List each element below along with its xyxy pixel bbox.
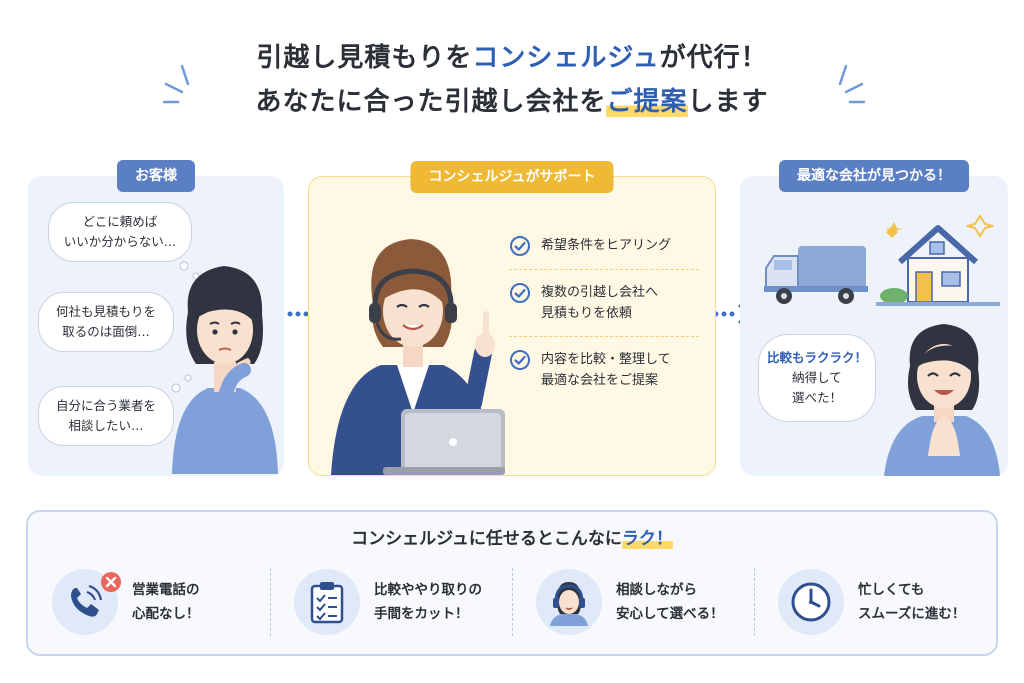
- check-circle-icon: [510, 236, 530, 256]
- benefits-panel: コンシェルジュに任せるとこんなにラク！ 営業電話の心配なし！: [26, 510, 998, 656]
- house-icon: [876, 214, 1000, 306]
- benefits-title: コンシェルジュに任せるとこんなにラク！: [351, 529, 673, 549]
- thought-dots-icon: [171, 374, 192, 393]
- result-panel: 最適な会社が見つかる！ 比較もラクラク！ 納得して 選べた！: [740, 160, 1008, 476]
- benefit-list: 営業電話の心配なし！ 比較ややり取りの手間をカット！: [28, 562, 996, 642]
- cross-badge-icon: [101, 572, 121, 592]
- worried-customer-illustration: [172, 266, 278, 474]
- moving-truck-icon: [764, 246, 868, 304]
- benefit-no-sales-calls: 営業電話の心配なし！: [28, 562, 270, 642]
- result-label: 最適な会社が見つかる！: [779, 160, 969, 192]
- benefit-smooth-progress: 忙しくてもスムーズに進む！: [754, 562, 996, 642]
- heading-highlight-proposal: ご提案: [606, 87, 688, 117]
- worry-bubble-3: 自分に合う業者を相談したい…: [38, 386, 174, 446]
- sparkle-lines-right-icon: [838, 64, 866, 104]
- concierge-operator-illustration: [331, 239, 505, 475]
- step-request-quotes: 複数の引越し会社へ見積もりを依頼: [509, 272, 699, 334]
- operator-headset-icon: [536, 569, 602, 635]
- customer-label: お客様: [117, 160, 195, 192]
- step-compare-propose: 内容を比較・整理して最適な会社をご提案: [509, 339, 699, 401]
- concierge-panel: コンシェルジュがサポート 希望条件をヒアリング 複数の引越し会社へ見積もりを依頼: [308, 161, 716, 476]
- happy-customer-illustration: [884, 324, 1000, 476]
- phone-blocked-icon: [52, 569, 121, 635]
- clipboard-checklist-icon: [294, 569, 360, 635]
- check-circle-icon: [510, 283, 530, 303]
- worry-bubble-1: どこに頼めばいいか分からない…: [48, 202, 192, 262]
- benefit-cut-effort: 比較ややり取りの手間をカット！: [270, 562, 512, 642]
- check-circle-icon: [510, 350, 530, 370]
- heading-line-1: 引越し見積もりをコンシェルジュが代行！: [256, 43, 768, 73]
- page-heading: 引越し見積もりをコンシェルジュが代行！ あなたに合った引越し会社をご提案します: [0, 36, 1024, 124]
- step-divider: [509, 336, 699, 337]
- sparkle-lines-left-icon: [162, 64, 190, 104]
- thought-dots-icon: [179, 261, 200, 280]
- concierge-step-list: 希望条件をヒアリング 複数の引越し会社へ見積もりを依頼 内容を比較・整理して最適…: [509, 225, 699, 401]
- heading-line-2: あなたに合った引越し会社をご提案します: [255, 87, 769, 117]
- customer-panel: お客様 どこに頼めばいいか分からない… 何社も見積もりを取るのは面倒… 自分に合…: [28, 160, 284, 476]
- clock-icon: [778, 569, 844, 635]
- heading-highlight-concierge: コンシェルジュ: [472, 43, 660, 73]
- satisfied-bubble: 比較もラクラク！ 納得して 選べた！: [758, 334, 876, 422]
- step-divider: [509, 269, 699, 270]
- worry-bubble-2: 何社も見積もりを取るのは面倒…: [38, 292, 174, 352]
- concierge-label: コンシェルジュがサポート: [410, 161, 614, 193]
- step-hearing: 希望条件をヒアリング: [509, 225, 699, 267]
- benefit-consult-safely: 相談しながら安心して選べる！: [512, 562, 754, 642]
